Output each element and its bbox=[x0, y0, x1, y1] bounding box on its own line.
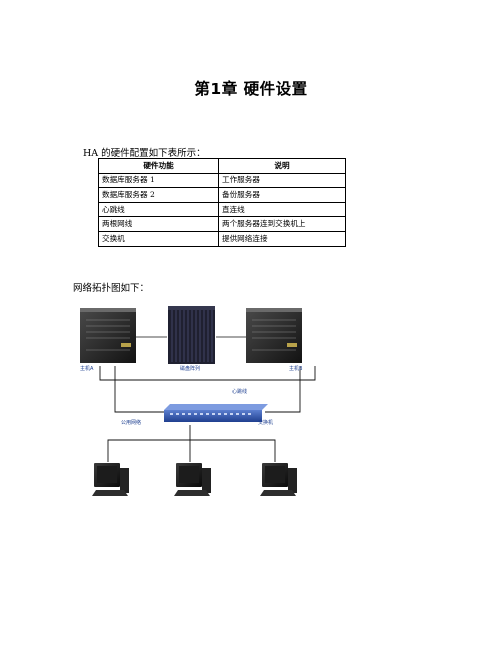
computer-left-icon bbox=[92, 463, 129, 496]
disk-array-label: 磁盘阵列 bbox=[180, 366, 201, 372]
intro-text: HA 的硬件配置如下表所示： bbox=[83, 148, 206, 159]
table-row: 数据库服务器 2 备份服务器 bbox=[98, 187, 346, 203]
pc-right-cable bbox=[190, 439, 276, 462]
table-cell: 交换机 bbox=[98, 230, 219, 247]
server-a-icon bbox=[80, 308, 136, 363]
hardware-table: 硬件功能 说明 数据库服务器 1 工作服务器 数据库服务器 2 备份服务器 心跳… bbox=[98, 158, 346, 247]
host-b-label: 主机B bbox=[289, 366, 303, 372]
host-a-network-cable bbox=[114, 366, 165, 413]
switch-icon bbox=[164, 404, 268, 422]
table-row: 交换机 提供网络连接 bbox=[98, 230, 346, 247]
heartbeat-cable bbox=[99, 366, 316, 381]
server-b-icon bbox=[246, 308, 302, 363]
computer-right-icon bbox=[260, 463, 297, 496]
computer-middle-icon bbox=[174, 463, 211, 496]
public-network-label: 公用网络 bbox=[121, 420, 142, 426]
topology-label: 网络拓扑图如下： bbox=[73, 283, 150, 294]
heartbeat-label: 心跳线 bbox=[232, 389, 248, 395]
table-cell: 提供网络连接 bbox=[218, 230, 346, 247]
network-lines bbox=[99, 336, 316, 462]
chapter-title: 第1章 硬件设置 bbox=[194, 80, 308, 98]
switch-label: 交换机 bbox=[258, 420, 274, 426]
host-b-network-cable bbox=[265, 366, 301, 413]
host-a-label: 主机A bbox=[80, 366, 94, 372]
disk-array-icon bbox=[168, 306, 215, 364]
pc-left-cable bbox=[107, 425, 191, 462]
